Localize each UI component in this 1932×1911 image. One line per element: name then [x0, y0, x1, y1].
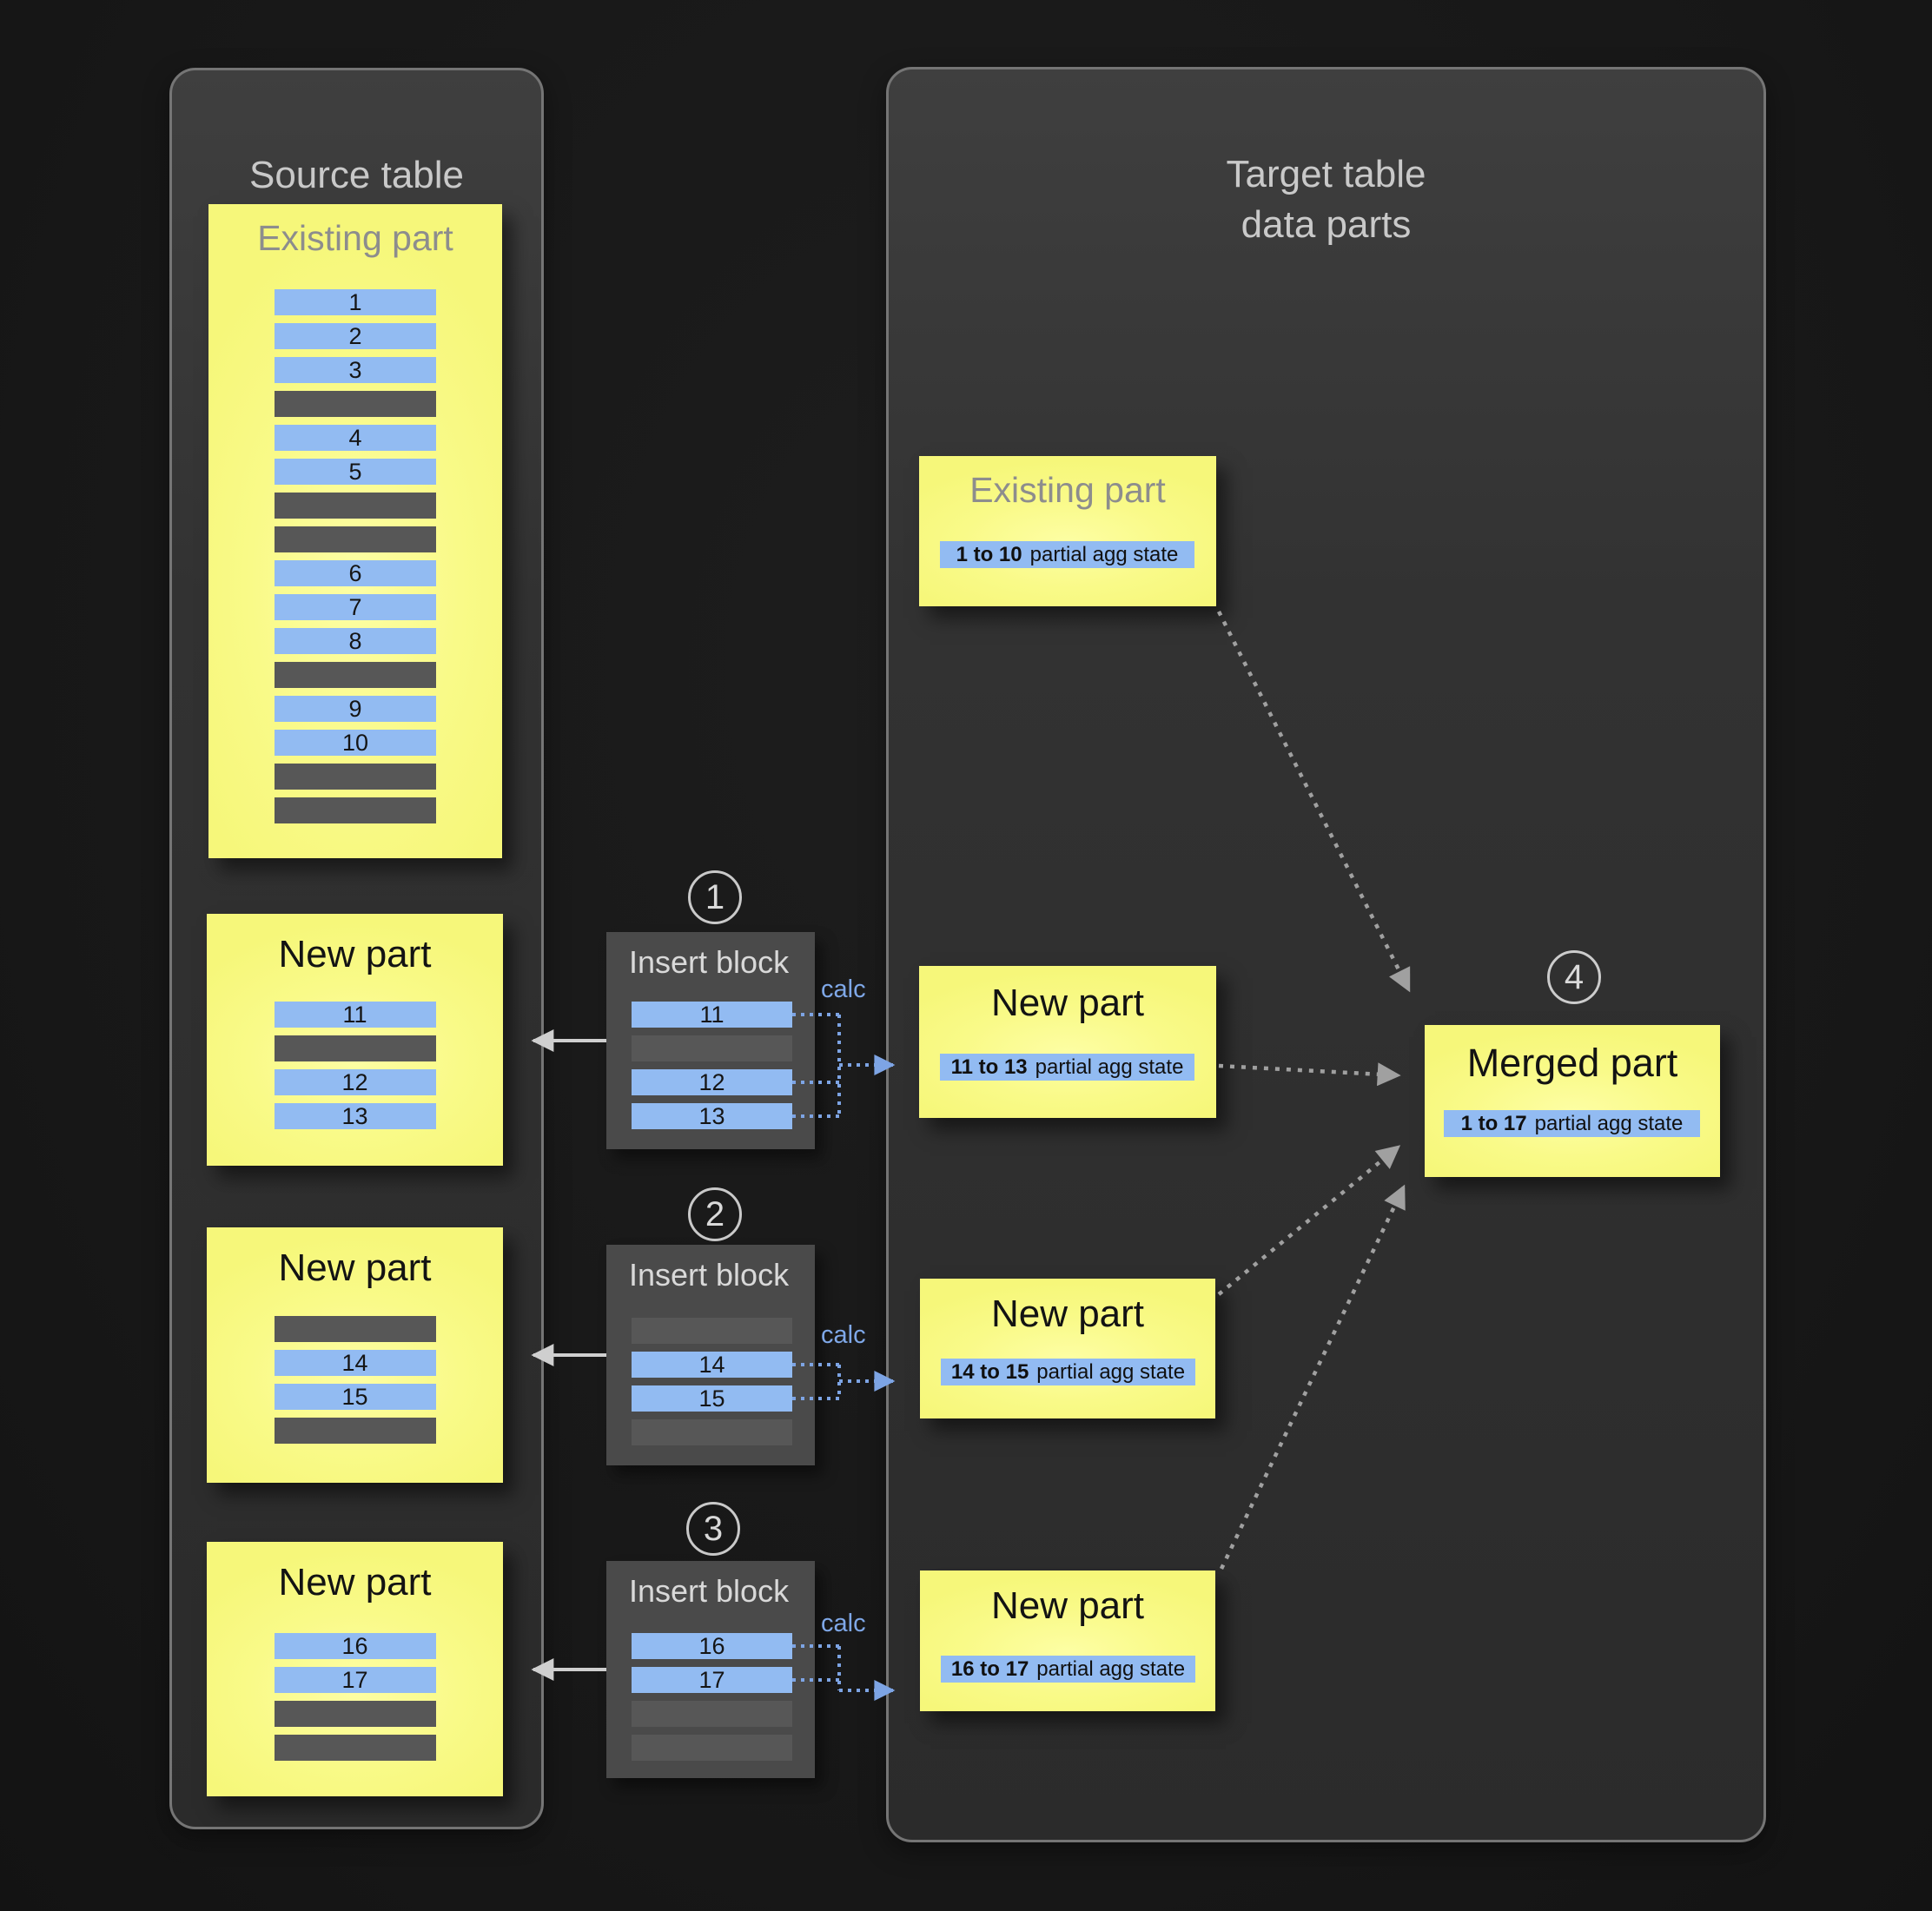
- empty-row: [632, 1035, 792, 1061]
- target-new-part-1-box: New part 11 to 13 partial agg state: [919, 966, 1216, 1118]
- data-row: 12: [632, 1069, 792, 1095]
- empty-row: [632, 1419, 792, 1445]
- data-row: 16: [274, 1633, 436, 1659]
- agg-state-row: 11 to 13 partial agg state: [940, 1054, 1194, 1081]
- new-part-3-rows: 16 17: [274, 1633, 436, 1761]
- data-row: 8: [275, 628, 436, 654]
- data-row: 11: [274, 1002, 436, 1028]
- data-row: 4: [275, 425, 436, 451]
- merged-part-box: Merged part 1 to 17 partial agg state: [1425, 1025, 1720, 1177]
- step-circle-2: 2: [688, 1187, 742, 1241]
- empty-row: [275, 391, 436, 417]
- empty-row: [274, 1701, 436, 1727]
- insert-block-title: Insert block: [629, 1257, 790, 1293]
- data-row: 15: [274, 1384, 436, 1410]
- insert-block-1-rows: 11 12 13: [632, 1002, 792, 1129]
- agg-label: partial agg state: [1035, 1055, 1184, 1079]
- data-row: 1: [275, 289, 436, 315]
- insert-block-3: Insert block 16 17 calc: [606, 1561, 866, 1778]
- source-new-part-3-box: New part 16 17: [207, 1542, 503, 1796]
- data-row: 5: [275, 459, 436, 485]
- part-title: Merged part: [1466, 1041, 1678, 1085]
- agg-state-row: 1 to 10 partial agg state: [940, 541, 1194, 568]
- data-row: 14: [632, 1352, 792, 1378]
- data-row: 6: [275, 560, 436, 586]
- data-row: 17: [274, 1667, 436, 1693]
- empty-row: [632, 1318, 792, 1344]
- insert-block-2: Insert block 14 15 calc: [606, 1245, 866, 1465]
- insert-to-source-arrows: [531, 1029, 606, 1681]
- empty-row: [275, 662, 436, 688]
- calc-label: calc: [821, 1321, 866, 1349]
- agg-state-row: 1 to 17 partial agg state: [1444, 1110, 1700, 1137]
- existing-part-rows: 1 2 3 4 5 6 7 8 9 10: [275, 289, 436, 823]
- data-row: 13: [274, 1103, 436, 1129]
- target-panel-title-line2: data parts: [1241, 203, 1412, 247]
- data-row: 10: [275, 730, 436, 756]
- data-row: 12: [274, 1069, 436, 1095]
- part-title: New part: [990, 982, 1145, 1024]
- empty-row: [274, 1316, 436, 1342]
- target-new-part-2-box: New part 14 to 15 partial agg state: [920, 1279, 1215, 1418]
- calc-label: calc: [821, 975, 866, 1003]
- empty-row: [274, 1035, 436, 1061]
- data-row: 13: [632, 1103, 792, 1129]
- new-part-1-rows: 11 12 13: [274, 1002, 436, 1129]
- data-row: 9: [275, 696, 436, 722]
- part-title: New part: [278, 1561, 432, 1604]
- data-row: 7: [275, 594, 436, 620]
- target-existing-part-box: Existing part 1 to 10 partial agg state: [919, 456, 1216, 606]
- target-panel-title-line1: Target table: [1226, 153, 1426, 195]
- insert-block-1: Insert block 11 12 13 calc: [606, 932, 866, 1149]
- step-circle-4: 4: [1547, 950, 1601, 1004]
- empty-row: [632, 1701, 792, 1727]
- data-row: 2: [275, 323, 436, 349]
- step-circle-3: 3: [686, 1502, 740, 1556]
- agg-label: partial agg state: [1036, 1359, 1186, 1384]
- empty-row: [275, 764, 436, 790]
- part-title: Existing part: [969, 470, 1166, 510]
- agg-label: partial agg state: [1029, 542, 1179, 566]
- data-row: 3: [275, 357, 436, 383]
- new-part-2-rows: 14 15: [274, 1316, 436, 1444]
- insert-block-2-rows: 14 15: [632, 1318, 792, 1445]
- source-new-part-1-box: New part 11 12 13: [207, 914, 503, 1166]
- agg-range: 1 to 17: [1460, 1111, 1527, 1135]
- agg-range: 1 to 10: [956, 542, 1022, 566]
- part-title: New part: [278, 1246, 432, 1289]
- data-row: 17: [632, 1667, 792, 1693]
- agg-range: 16 to 17: [950, 1656, 1029, 1681]
- source-existing-part-box: Existing part 1 2 3 4 5 6 7 8 9 10: [208, 204, 502, 858]
- agg-label: partial agg state: [1036, 1656, 1186, 1681]
- target-new-part-3-box: New part 16 to 17 partial agg state: [920, 1570, 1215, 1711]
- empty-row: [274, 1418, 436, 1444]
- empty-row: [275, 797, 436, 823]
- insert-block-3-rows: 16 17: [632, 1633, 792, 1761]
- empty-row: [632, 1735, 792, 1761]
- empty-row: [275, 526, 436, 552]
- data-row: 15: [632, 1385, 792, 1412]
- source-new-part-2-box: New part 14 15: [207, 1227, 503, 1483]
- part-title: New part: [990, 1293, 1145, 1335]
- part-title: Existing part: [257, 218, 453, 258]
- insert-block-title: Insert block: [629, 944, 790, 980]
- source-panel-title-line1: Source table: [248, 154, 465, 196]
- data-row: 14: [274, 1350, 436, 1376]
- target-panel-title: Target table data parts: [889, 149, 1763, 250]
- empty-row: [275, 493, 436, 519]
- calc-label: calc: [821, 1610, 866, 1637]
- part-title: New part: [278, 933, 432, 975]
- agg-range: 11 to 13: [950, 1055, 1028, 1079]
- data-row: 16: [632, 1633, 792, 1659]
- agg-range: 14 to 15: [950, 1359, 1029, 1384]
- data-row: 11: [632, 1002, 792, 1028]
- agg-label: partial agg state: [1534, 1111, 1684, 1135]
- empty-row: [274, 1735, 436, 1761]
- agg-state-row: 14 to 15 partial agg state: [941, 1359, 1195, 1385]
- step-circle-1: 1: [688, 870, 742, 924]
- insert-block-title: Insert block: [629, 1573, 790, 1609]
- part-title: New part: [990, 1584, 1145, 1627]
- agg-state-row: 16 to 17 partial agg state: [941, 1656, 1195, 1683]
